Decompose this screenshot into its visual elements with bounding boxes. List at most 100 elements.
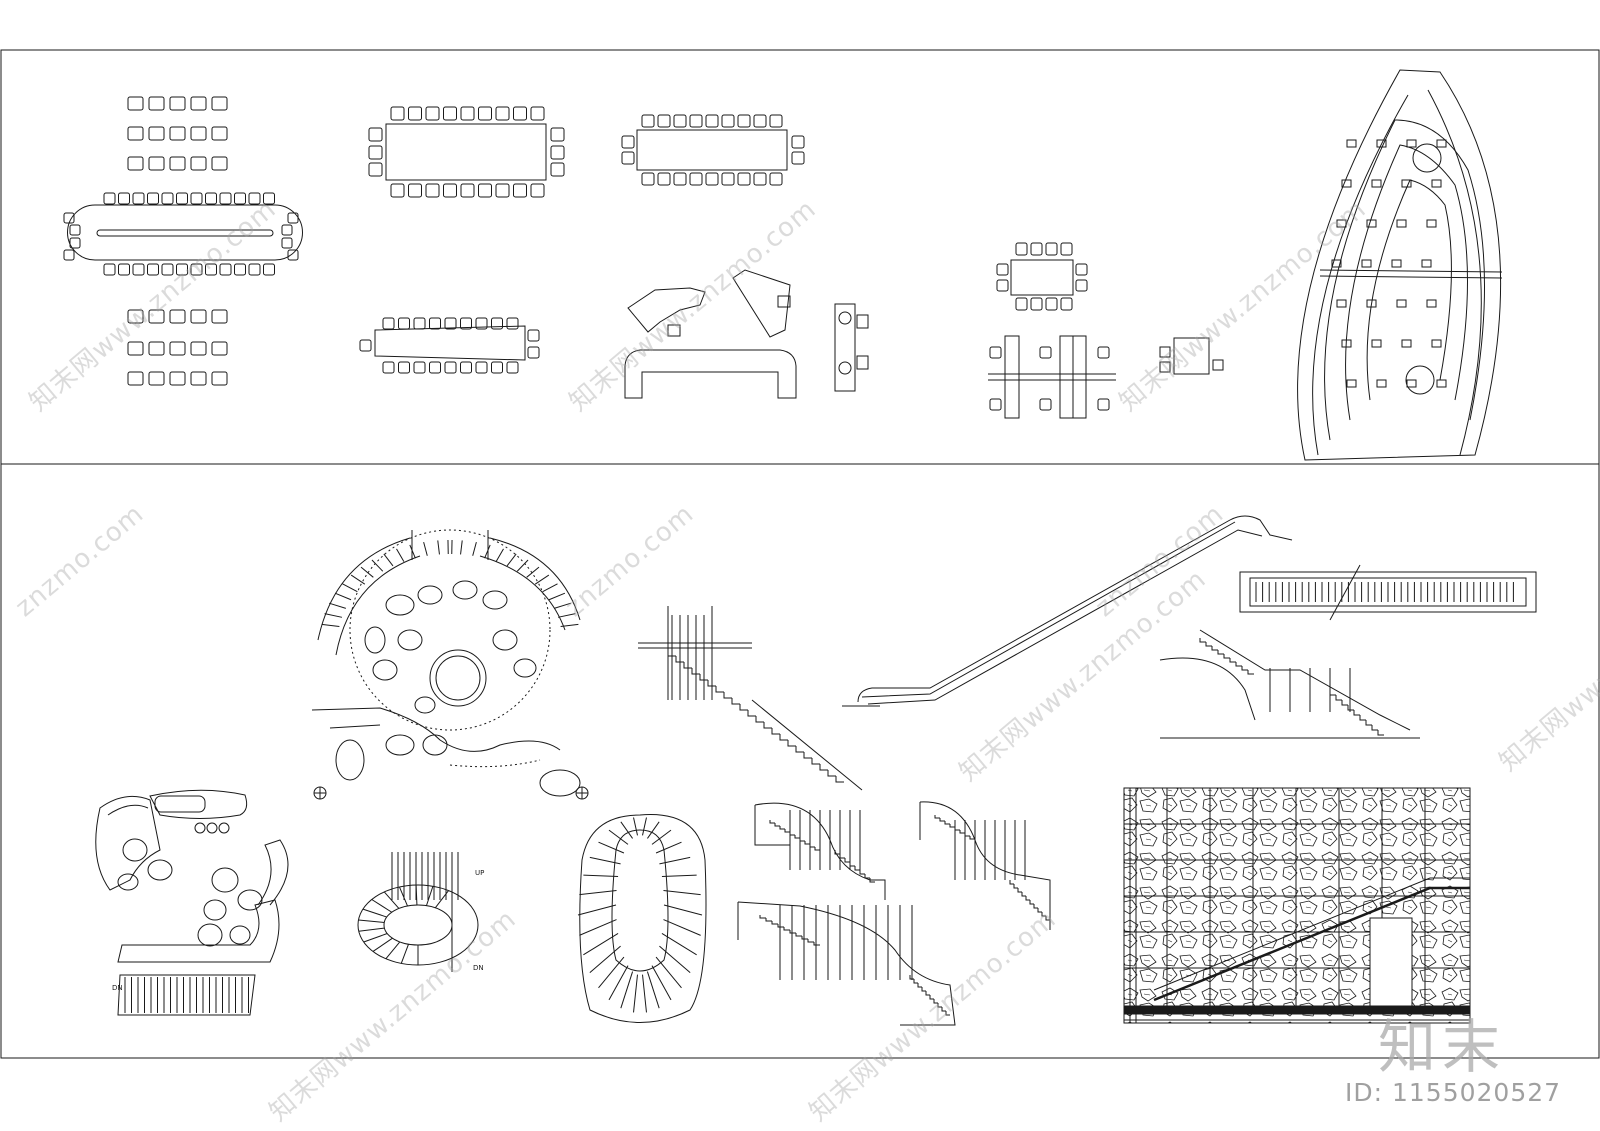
- stair-step: [1223, 654, 1230, 659]
- chair: [63, 249, 75, 261]
- chair: [413, 361, 426, 374]
- lounge-seat: [492, 629, 518, 651]
- chair: [169, 96, 186, 111]
- lounge-seat: [513, 658, 537, 678]
- stair-step: [913, 979, 918, 984]
- stair-step: [789, 832, 795, 836]
- lecture-seat: [1436, 139, 1447, 148]
- spiral-stair-plan: [357, 852, 479, 972]
- stair-riser: [663, 904, 703, 916]
- chair: [190, 341, 207, 356]
- tapered-conference-table: [359, 317, 540, 374]
- chair: [769, 172, 783, 186]
- chair: [673, 114, 687, 128]
- stair-step: [909, 975, 914, 980]
- chair: [737, 114, 751, 128]
- stair-riser: [661, 933, 697, 956]
- stair-step: [1033, 904, 1038, 909]
- stair-step: [777, 924, 784, 928]
- stair-riser: [659, 945, 691, 973]
- chair: [176, 192, 188, 205]
- stair-step: [954, 827, 960, 831]
- stair-step: [819, 764, 828, 771]
- lounge-seat: [372, 659, 398, 681]
- stair-step: [1235, 662, 1242, 667]
- lounge-seat: [422, 734, 448, 756]
- chair: [791, 135, 805, 149]
- chair: [530, 106, 545, 121]
- stair-step: [683, 662, 692, 669]
- stair-step: [801, 936, 808, 940]
- chair: [705, 172, 719, 186]
- lounge-seat: [397, 629, 423, 651]
- lounge-seat: [147, 859, 173, 881]
- chair: [550, 162, 565, 177]
- stair-step: [779, 734, 788, 741]
- chair: [148, 341, 165, 356]
- chair: [996, 279, 1009, 292]
- lecture-seat: [1341, 339, 1352, 348]
- chair: [791, 151, 805, 165]
- chair: [211, 341, 228, 356]
- chair: [689, 114, 703, 128]
- stair-step: [939, 818, 945, 822]
- chair: [429, 317, 441, 330]
- stair-step: [795, 746, 804, 753]
- chair: [460, 317, 472, 330]
- stair-step: [1371, 725, 1378, 731]
- chair: [211, 371, 228, 386]
- stair-riser: [362, 908, 387, 918]
- chair: [147, 263, 159, 276]
- stair-tread: [560, 623, 579, 628]
- chair: [248, 263, 261, 276]
- chair: [287, 212, 299, 224]
- stair-step: [765, 918, 772, 922]
- stair-step: [1247, 670, 1254, 675]
- stair-riser: [633, 974, 638, 1013]
- chair: [621, 135, 635, 149]
- chair: [491, 317, 503, 330]
- stair-step: [1217, 650, 1224, 655]
- stair-tread: [472, 541, 477, 556]
- stair-riser: [583, 874, 619, 878]
- chair: [1030, 297, 1043, 311]
- stair-riser: [579, 889, 617, 896]
- stair-riser: [372, 937, 393, 952]
- stair-step: [869, 878, 875, 883]
- chair: [550, 127, 565, 142]
- chair: [1039, 398, 1052, 411]
- chair: [506, 317, 519, 330]
- stair-tread: [557, 613, 576, 618]
- stair-step: [933, 999, 938, 1004]
- lounge-seat: [385, 734, 415, 756]
- stair-riser: [589, 945, 621, 973]
- chair: [190, 192, 203, 205]
- chair: [190, 263, 203, 276]
- stair-step: [969, 836, 975, 840]
- chair: [475, 361, 488, 374]
- chair: [127, 96, 144, 111]
- chair: [398, 361, 410, 374]
- chair: [989, 346, 1002, 359]
- chair: [491, 361, 503, 374]
- chair: [721, 172, 735, 186]
- stair-riser: [608, 965, 629, 1001]
- chair: [219, 263, 232, 276]
- straight-stair-section-1: [638, 606, 863, 791]
- chair: [478, 106, 492, 121]
- chair: [1075, 279, 1088, 292]
- stair-step: [917, 983, 922, 988]
- stair-up-label: UP: [475, 869, 484, 877]
- chair: [495, 106, 510, 121]
- chair: [161, 192, 174, 205]
- lecture-seat: [1396, 219, 1407, 228]
- stair-tread: [409, 544, 416, 559]
- theater-seating-bottom: [127, 309, 228, 386]
- stair-tread: [460, 540, 463, 555]
- stair-step: [1037, 908, 1042, 913]
- chair: [1015, 242, 1028, 256]
- stair-step: [934, 815, 940, 819]
- stair-step: [807, 939, 814, 943]
- lounge-seat: [539, 769, 581, 797]
- stair-step: [763, 722, 772, 729]
